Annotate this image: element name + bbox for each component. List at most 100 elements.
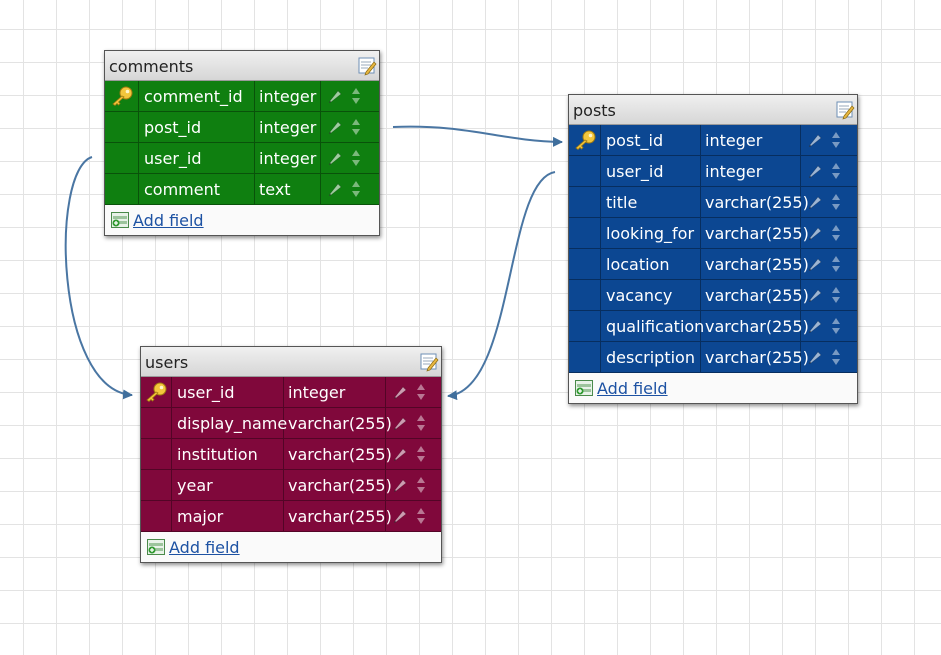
reorder-arrows-icon[interactable]: [351, 180, 361, 198]
key-cell: [569, 280, 601, 310]
table-title: comments: [109, 57, 194, 76]
relation-comments-user-to-users[interactable]: [64, 156, 133, 400]
reorder-arrows-icon[interactable]: [351, 87, 361, 105]
reorder-arrows-icon[interactable]: [831, 286, 841, 304]
field-type: varchar(255): [701, 311, 809, 341]
relation-comments-post-to-posts[interactable]: [392, 125, 563, 147]
field-actions: [386, 501, 441, 531]
field-type: integer: [701, 156, 801, 186]
reorder-arrows-icon[interactable]: [831, 224, 841, 242]
field-name: comment_id: [139, 81, 255, 111]
pencil-icon[interactable]: [392, 477, 408, 493]
field-name: location: [601, 249, 701, 279]
pencil-icon[interactable]: [807, 225, 823, 241]
key-cell: [105, 143, 139, 173]
pencil-icon[interactable]: [327, 150, 343, 166]
field-name: user_id: [601, 156, 701, 186]
field-type: integer: [284, 377, 386, 407]
field-actions: [801, 342, 857, 372]
reorder-arrows-icon[interactable]: [831, 162, 841, 180]
edit-table-icon[interactable]: [836, 101, 855, 120]
add-field-link[interactable]: Add field: [133, 210, 204, 230]
relation-posts-user-to-users[interactable]: [447, 171, 556, 401]
field-name: year: [172, 470, 284, 500]
reorder-arrows-icon[interactable]: [351, 149, 361, 167]
primary-key-cell: [105, 81, 139, 111]
field-name: comment: [139, 174, 255, 204]
pencil-icon[interactable]: [807, 194, 823, 210]
table-header[interactable]: comments: [105, 51, 379, 81]
field-actions: [386, 377, 441, 407]
field-name: qualification: [601, 311, 704, 341]
field-actions: [386, 439, 441, 469]
pencil-icon[interactable]: [807, 349, 823, 365]
pencil-icon[interactable]: [327, 119, 343, 135]
reorder-arrows-icon[interactable]: [831, 348, 841, 366]
edit-table-icon[interactable]: [420, 353, 439, 372]
pencil-icon[interactable]: [807, 318, 823, 334]
pencil-icon[interactable]: [327, 181, 343, 197]
field-name: display_name: [172, 408, 287, 438]
pencil-icon[interactable]: [392, 446, 408, 462]
reorder-arrows-icon[interactable]: [831, 131, 841, 149]
add-field-icon[interactable]: [575, 380, 593, 396]
table-header[interactable]: posts: [569, 95, 857, 125]
field-name: title: [601, 187, 701, 217]
pencil-icon[interactable]: [807, 287, 823, 303]
field-type: varchar(255): [284, 408, 392, 438]
field-actions: [321, 81, 377, 111]
pencil-icon[interactable]: [327, 88, 343, 104]
key-icon: [110, 86, 134, 107]
pencil-icon[interactable]: [807, 163, 823, 179]
field-name: looking_for: [601, 218, 701, 248]
pencil-icon[interactable]: [807, 132, 823, 148]
field-name: major: [172, 501, 284, 531]
edit-table-icon[interactable]: [358, 57, 377, 76]
pencil-icon[interactable]: [807, 256, 823, 272]
add-field-link[interactable]: Add field: [597, 378, 668, 398]
field-actions: [321, 112, 377, 142]
pencil-icon[interactable]: [392, 415, 408, 431]
reorder-arrows-icon[interactable]: [416, 383, 426, 401]
table-title: posts: [573, 101, 616, 120]
key-cell: [569, 156, 601, 186]
reorder-arrows-icon[interactable]: [831, 255, 841, 273]
pencil-icon[interactable]: [392, 508, 408, 524]
field-type: integer: [255, 112, 321, 142]
add-field-link[interactable]: Add field: [169, 537, 240, 557]
reorder-arrows-icon[interactable]: [416, 414, 426, 432]
add-field-icon[interactable]: [111, 212, 129, 228]
pencil-icon[interactable]: [392, 384, 408, 400]
reorder-arrows-icon[interactable]: [351, 118, 361, 136]
reorder-arrows-icon[interactable]: [416, 476, 426, 494]
add-field-icon[interactable]: [147, 539, 165, 555]
reorder-arrows-icon[interactable]: [831, 193, 841, 211]
primary-key-cell: [141, 377, 172, 407]
key-cell: [569, 342, 601, 372]
reorder-arrows-icon[interactable]: [416, 445, 426, 463]
reorder-arrows-icon[interactable]: [831, 317, 841, 335]
table-header[interactable]: users: [141, 347, 441, 377]
reorder-arrows-icon[interactable]: [416, 507, 426, 525]
field-name: vacancy: [601, 280, 701, 310]
